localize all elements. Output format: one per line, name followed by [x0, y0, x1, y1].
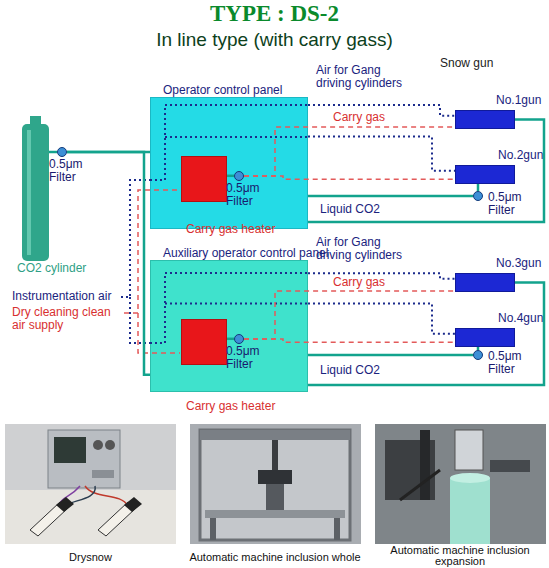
- instrumentation-air-line: [121, 105, 308, 343]
- pipe-line: [67, 152, 150, 375]
- snow-gun: No.3gun: [455, 273, 515, 292]
- snow-gun: No.4gun: [455, 328, 515, 347]
- pipe-line: [308, 354, 473, 357]
- node-text: 0.5μm Filter: [49, 158, 93, 184]
- photo-drysnow: [5, 424, 176, 544]
- pipe-line: [244, 176, 455, 179]
- filter-circle: [235, 172, 244, 181]
- pipe-line: [49, 151, 57, 154]
- filter-circle: [474, 192, 483, 201]
- air-supply-line: [121, 180, 150, 343]
- filter-outline: [234, 171, 244, 181]
- pipe-line: [227, 175, 234, 178]
- subtitle: In line type (with carry gass): [0, 29, 549, 51]
- photo-caption: Drysnow: [5, 551, 176, 563]
- cylinder-highlight: [27, 130, 31, 255]
- node-text: Auxiliary operator control panel: [163, 247, 383, 260]
- diagram-title: TYPE : DS-2: [0, 1, 549, 27]
- control-panel: Auxiliary operator control panelCarry ga…: [150, 260, 308, 392]
- pipe-line: [308, 304, 455, 334]
- supply-label: Dry cleaning clean air supply: [12, 306, 124, 332]
- node-text: 0.5μm Filter: [226, 182, 270, 208]
- filter-symbol: 0.5μm Filter: [473, 191, 483, 201]
- cylinder-body: [22, 124, 49, 261]
- filter-symbol: 0.5μm Filter: [234, 334, 244, 344]
- pipe-line: [244, 291, 455, 339]
- snow-gun: No.2gun: [455, 165, 515, 184]
- snow-gun: No.1gun: [455, 110, 515, 129]
- line-label: Liquid CO2: [320, 203, 410, 216]
- node-text: CO2 cylinder: [17, 262, 107, 275]
- pipe-line: [308, 273, 455, 279]
- node-text: 0.5μm Filter: [488, 191, 532, 217]
- node-text: No.1gun: [496, 94, 549, 107]
- pipe-line: [308, 105, 455, 116]
- gas-cylinder: CO2 cylinder: [22, 116, 49, 261]
- filter-circle: [58, 148, 67, 157]
- pipe-line: [308, 283, 544, 386]
- photo-machine-whole: [190, 424, 361, 544]
- pipe-line: [227, 338, 234, 341]
- filter-outline: [473, 350, 483, 360]
- filter-symbol: 0.5μm Filter: [473, 350, 483, 360]
- group-label: Snow gun: [440, 57, 520, 70]
- pipe-line: [67, 151, 150, 154]
- heater-box: Carry gas heater: [181, 319, 227, 365]
- filter-circle: [474, 351, 483, 360]
- filter-symbol: 0.5μm Filter: [57, 147, 67, 157]
- pipe-line: [477, 347, 480, 350]
- node-text: No.3gun: [496, 257, 549, 270]
- line-label: Carry gas: [333, 276, 413, 289]
- node-text: No.2gun: [498, 149, 549, 162]
- filter-outline: [473, 191, 483, 201]
- control-panel: Operator control panelCarry gas heater0.…: [150, 97, 308, 229]
- photo-machine-expansion: [375, 424, 546, 544]
- filter-circle: [235, 335, 244, 344]
- line-label: Air for Gang driving cylinders: [316, 236, 418, 262]
- clean-air-supply-line: [124, 190, 180, 353]
- cylinder-outline: [22, 116, 49, 261]
- photo-caption: Automatic machine inclusion expansion: [385, 545, 535, 567]
- node-text: Carry gas heater: [186, 223, 316, 236]
- pipe-line: [244, 339, 455, 342]
- filter-symbol: 0.5μm Filter: [234, 171, 244, 181]
- clean-air-line: [124, 190, 180, 353]
- filter-outline: [57, 147, 67, 157]
- air-panel-line: [150, 105, 308, 180]
- air-panel-line: [150, 273, 308, 343]
- node-text: 0.5μm Filter: [226, 345, 270, 371]
- pipe-line: [477, 184, 480, 191]
- pipe-line: [244, 127, 455, 176]
- supply-label: Instrumentation air: [12, 290, 128, 303]
- photo-caption: Automatic machine inclusion whole: [175, 551, 375, 563]
- pipe-line: [308, 195, 473, 198]
- node-text: Operator control panel: [163, 84, 383, 97]
- line-label: Air for Gang driving cylinders: [316, 64, 418, 90]
- node-text: Carry gas heater: [186, 400, 316, 413]
- pipe-line: [308, 120, 544, 223]
- node-text: 0.5μm Filter: [488, 350, 532, 376]
- heater-box: Carry gas heater: [181, 156, 227, 202]
- node-text: No.4gun: [498, 312, 549, 325]
- line-label: Liquid CO2: [320, 364, 410, 377]
- filter-outline: [234, 334, 244, 344]
- pipe-line: [308, 137, 455, 171]
- line-label: Carry gas: [333, 111, 413, 124]
